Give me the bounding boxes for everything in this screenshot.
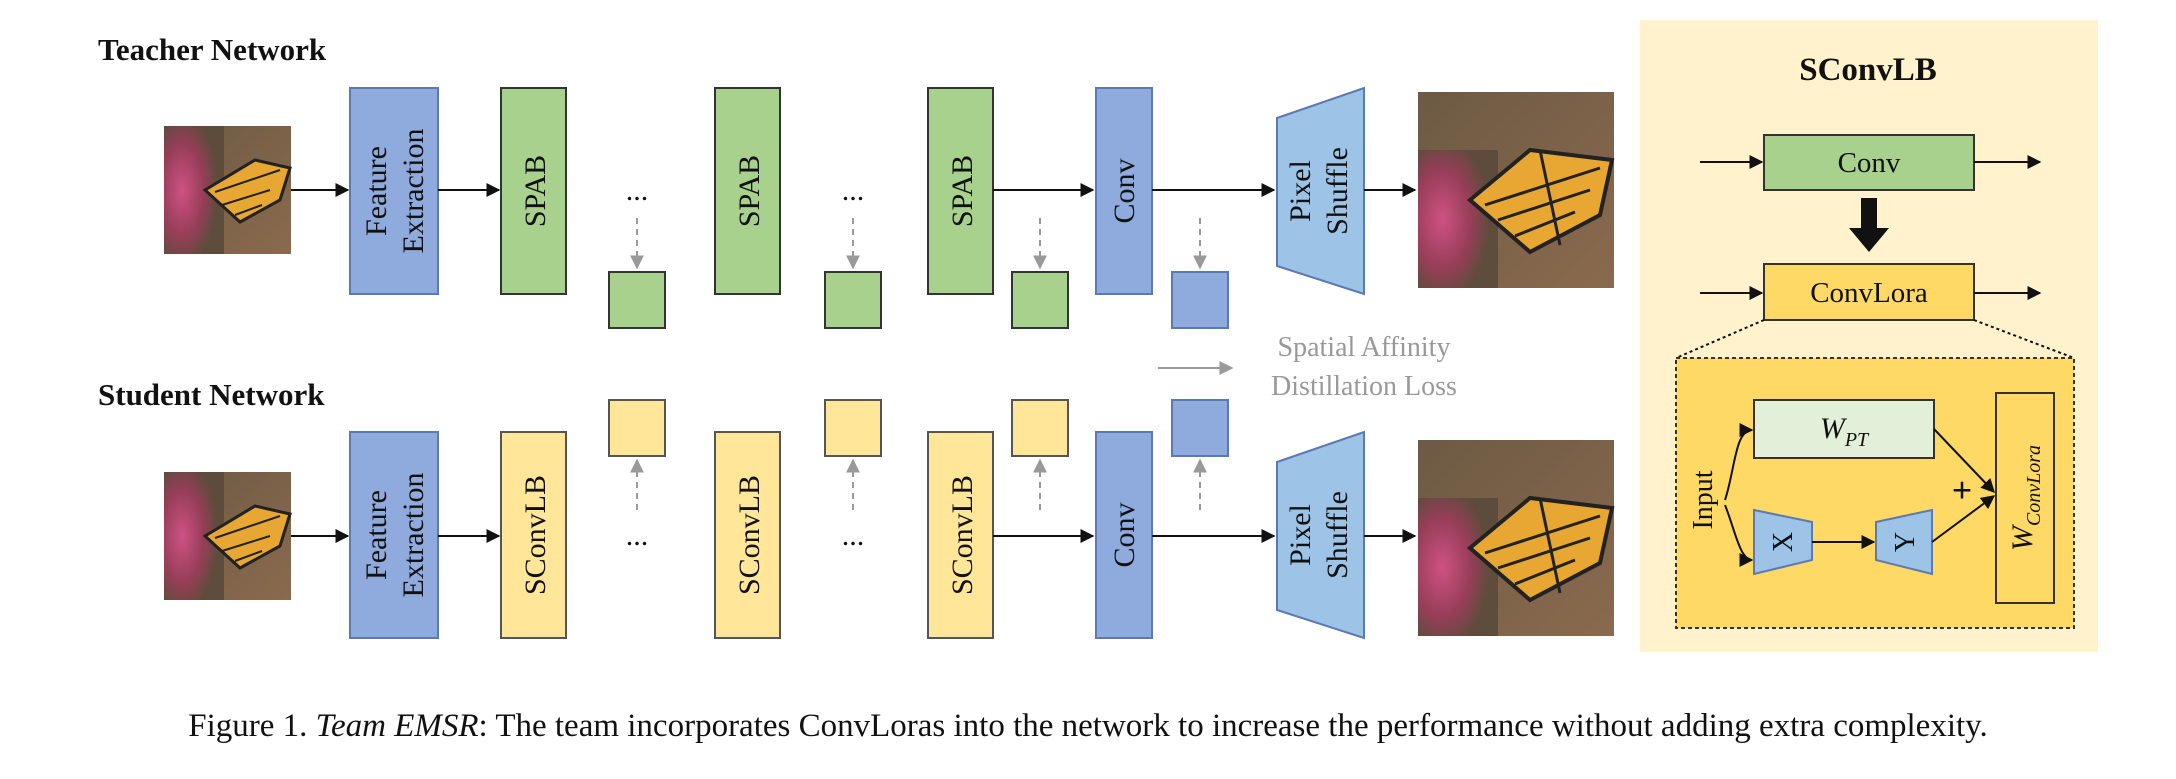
teacher-title: Teacher Network (98, 32, 327, 67)
caption-prefix: Figure 1. (188, 708, 316, 744)
teacher-pixel-label: Pixel (1284, 160, 1317, 222)
student-feature-map-1 (608, 399, 666, 457)
teacher-feature-label-2: Extraction (397, 129, 430, 254)
figure-caption: Figure 1. Team EMSR: The team incorporat… (0, 708, 2176, 745)
teacher-ellipsis-1: ... (626, 174, 649, 207)
panel-wconvlora-label: WConvLora (2006, 445, 2045, 551)
student-feature-map-2 (824, 399, 882, 457)
student-pixel-shuffle-box (1276, 430, 1365, 640)
panel-input-label: Input (1688, 470, 1719, 529)
teacher-spab-block-1 (500, 87, 567, 295)
teacher-shuffle-label: Shuffle (1321, 147, 1354, 235)
student-feature-label-2: Extraction (397, 473, 430, 598)
student-pixel-label: Pixel (1284, 504, 1317, 566)
student-sconvlb-label-2: SConvLB (733, 475, 766, 595)
student-sconvlb-block-1 (500, 431, 567, 639)
panel-x-label: X (1768, 532, 1799, 552)
panel-convlora-label: ConvLora (1810, 277, 1928, 309)
student-output-image (1418, 440, 1615, 636)
student-feature-map-4 (1171, 399, 1229, 457)
panel-transform-arrow (1849, 198, 1889, 252)
student-sconvlb-label-3: SConvLB (946, 475, 979, 595)
caption-rest: : The team incorporates ConvLoras into t… (478, 708, 1988, 744)
teacher-feature-map-3 (1011, 271, 1069, 329)
teacher-feature-map-1 (608, 271, 666, 329)
teacher-spab-block-3 (927, 87, 994, 295)
student-ellipsis-2: ... (842, 519, 865, 552)
student-feature-label-1: Feature (360, 490, 393, 580)
teacher-spab-label-1: SPAB (519, 155, 552, 227)
panel-wpt-label: WPT (1820, 412, 1870, 451)
loss-label-line2: Distillation Loss (1271, 371, 1457, 402)
caption-team: Team EMSR (315, 708, 479, 744)
student-sconvlb-block-2 (714, 431, 781, 639)
teacher-feature-extraction-box (349, 87, 439, 295)
loss-label-line1: Spatial Affinity (1278, 332, 1451, 363)
panel-conv-label: Conv (1838, 147, 1901, 179)
teacher-ellipsis-2: ... (842, 174, 865, 207)
student-input-image (164, 472, 292, 600)
student-feature-map-3 (1011, 399, 1069, 457)
panel-conv-box (1763, 134, 1975, 191)
student-ellipsis-1: ... (626, 519, 649, 552)
teacher-spab-label-2: SPAB (733, 155, 766, 227)
teacher-spab-block-2 (714, 87, 781, 295)
teacher-feature-map-4 (1171, 271, 1229, 329)
teacher-conv-box (1095, 87, 1153, 295)
panel-y-label: Y (1890, 532, 1921, 552)
teacher-pixel-shuffle-box (1276, 86, 1365, 296)
student-shuffle-label: Shuffle (1321, 491, 1354, 579)
teacher-feature-label-1: Feature (360, 146, 393, 236)
panel-convlora-box (1763, 263, 1975, 321)
panel-y-block (1875, 508, 1933, 576)
panel-wpt-box (1753, 399, 1935, 459)
teacher-conv-label: Conv (1108, 158, 1141, 223)
teacher-feature-map-2 (824, 271, 882, 329)
student-feature-extraction-box (349, 431, 439, 639)
student-conv-box (1095, 431, 1153, 639)
student-sconvlb-block-3 (927, 431, 994, 639)
panel-wconvlora-box (1995, 392, 2055, 604)
student-title: Student Network (98, 377, 325, 412)
panel-plus-sign: + (1952, 470, 1973, 510)
teacher-spab-label-3: SPAB (946, 155, 979, 227)
teacher-input-image (164, 126, 292, 254)
sconvlb-panel-title: SConvLB (1799, 52, 1937, 88)
student-sconvlb-label-1: SConvLB (519, 475, 552, 595)
panel-x-block (1753, 508, 1813, 576)
teacher-output-image (1418, 92, 1615, 288)
student-conv-label: Conv (1108, 502, 1141, 567)
